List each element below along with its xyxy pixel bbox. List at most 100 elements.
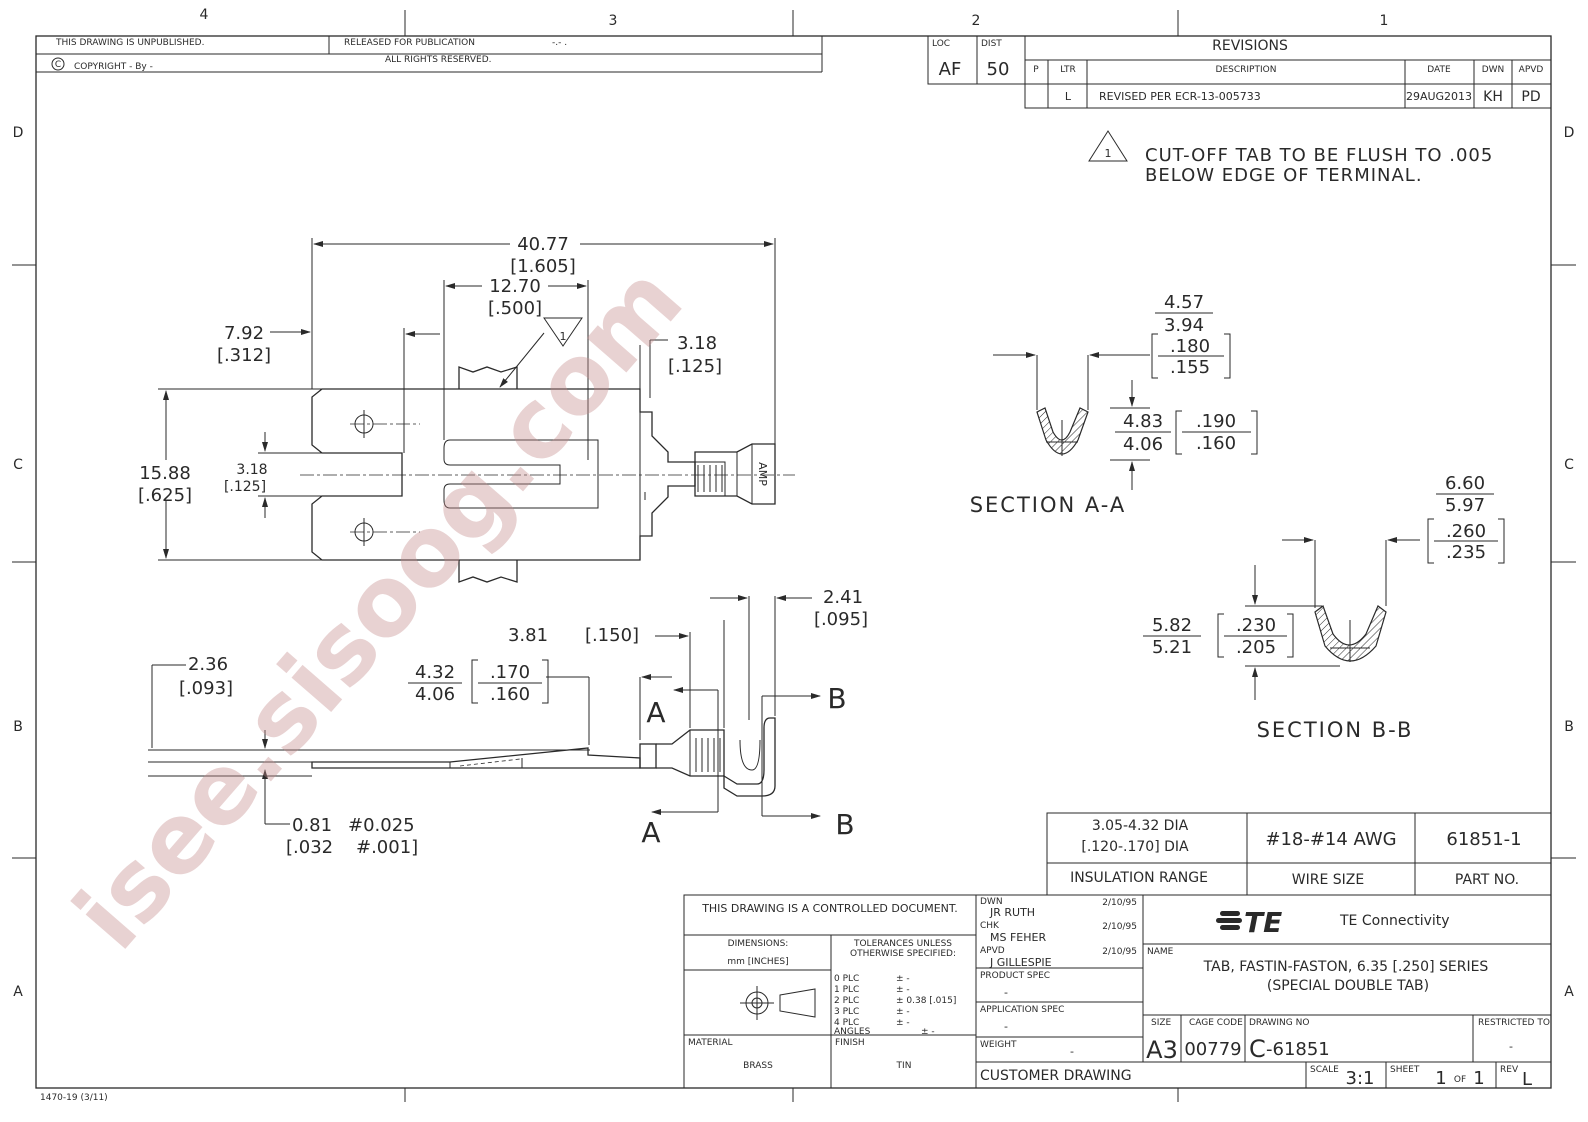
- thickness-tol-in: #.001]: [356, 837, 418, 858]
- side-view-outline: [311, 717, 776, 797]
- insulation-max-in: .170: [490, 662, 530, 683]
- width-in: [.625]: [138, 485, 192, 506]
- zone-right-d: D: [1564, 125, 1575, 141]
- tol-value-2: ± 0.38 [.015]: [896, 996, 956, 1006]
- chk-label: CHK: [980, 921, 1000, 931]
- section-bb-label: SECTION B-B: [1257, 718, 1414, 742]
- rev-header-date: DATE: [1427, 65, 1451, 75]
- note-flag-number: 1: [1105, 147, 1112, 160]
- width-mm: 15.88: [139, 463, 191, 484]
- tol-value-3: ± -: [896, 1007, 910, 1017]
- wire-in: [.095]: [814, 609, 868, 630]
- tol-value-0: ± -: [896, 974, 910, 984]
- tol-place-4: 4 PLC: [834, 1018, 859, 1028]
- controlled-doc-notice: THIS DRAWING IS A CONTROLLED DOCUMENT.: [701, 902, 958, 915]
- application-spec-label: APPLICATION SPEC: [980, 1005, 1064, 1015]
- wire-size-value: #18-#14 AWG: [1265, 829, 1396, 850]
- finish-value: TIN: [896, 1061, 912, 1071]
- zone-left-d: D: [13, 125, 24, 141]
- aa-width-max-in: .180: [1170, 336, 1210, 357]
- rev-header-p: P: [1033, 65, 1039, 75]
- tol-place-3: 3 PLC: [834, 1007, 859, 1017]
- tol-place-0: 0 PLC: [834, 974, 859, 984]
- insulation-min-in: .160: [490, 684, 530, 705]
- cage-code-label: CAGE CODE: [1189, 1018, 1243, 1028]
- offset-mm: 7.92: [224, 323, 264, 344]
- wire-mm: 2.41: [823, 587, 863, 608]
- sheet-number: 1: [1435, 1068, 1446, 1089]
- size-value: A3: [1146, 1036, 1178, 1064]
- wire-size-label: WIRE SIZE: [1292, 872, 1364, 888]
- aa-height-max-in: .190: [1196, 411, 1236, 432]
- rev-row-dwn: KH: [1483, 89, 1503, 105]
- material-label: MATERIAL: [688, 1038, 733, 1048]
- top-view-centerlines: [300, 410, 795, 546]
- dimensions-label: DIMENSIONS:: [728, 939, 789, 949]
- te-logo-text: TE: [1244, 906, 1282, 939]
- insulation-range-in: [.120-.170] DIA: [1081, 839, 1189, 855]
- cut-label-b-top: B: [827, 682, 848, 715]
- released-label: RELEASED FOR PUBLICATION: [344, 38, 475, 48]
- insulation-in-box: [471, 659, 549, 704]
- sheet-of: OF: [1454, 1075, 1466, 1085]
- revisions-table: [1024, 35, 1552, 109]
- aa-width-in-box: [1151, 333, 1231, 379]
- zone-top-2: 2: [972, 13, 981, 29]
- section-aa-label: SECTION A-A: [970, 493, 1127, 517]
- name-label: NAME: [1147, 947, 1174, 957]
- drawing-no-prefix: C: [1249, 1035, 1266, 1063]
- rev-row-description: REVISED PER ECR-13-005733: [1099, 90, 1261, 103]
- size-label: SIZE: [1151, 1018, 1172, 1028]
- apvd-name: J GILLESPIE: [989, 956, 1052, 969]
- cut-label-a-bottom: A: [641, 816, 662, 849]
- form-number: 1470-19 (3/11): [40, 1093, 108, 1103]
- apvd-label: APVD: [980, 946, 1005, 956]
- section-aa-dimensions: [993, 352, 1150, 490]
- product-spec-label: PRODUCT SPEC: [980, 971, 1050, 981]
- part-no-value: 61851-1: [1446, 829, 1521, 850]
- scale-label: SCALE: [1310, 1065, 1339, 1075]
- weight-value: -: [1070, 1045, 1074, 1058]
- material-value: BRASS: [743, 1061, 773, 1071]
- tab-mm: 3.18: [677, 333, 717, 354]
- copyright-text: COPYRIGHT - By -: [74, 62, 153, 72]
- zone-left-c: C: [13, 457, 23, 473]
- rev-value: L: [1522, 1069, 1532, 1090]
- zone-top-3: 3: [609, 13, 618, 29]
- part-no-label: PART NO.: [1455, 872, 1519, 888]
- rev-header-ltr: LTR: [1060, 65, 1076, 75]
- part-name-line-2: (SPECIAL DOUBLE TAB): [1267, 978, 1429, 994]
- restricted-label: RESTRICTED TO: [1478, 1018, 1550, 1028]
- aa-width-max-mm: 4.57: [1164, 292, 1204, 313]
- cage-code-value: 00779: [1184, 1039, 1241, 1060]
- apvd-date: 2/10/95: [1102, 947, 1137, 957]
- company-name: TE Connectivity: [1339, 913, 1450, 929]
- zone-left-a: A: [13, 984, 23, 1000]
- aa-height-min-in: .160: [1196, 433, 1236, 454]
- note-line-1: CUT-OFF TAB TO BE FLUSH TO .005: [1145, 145, 1493, 166]
- application-spec-value: -: [1004, 1020, 1008, 1033]
- bb-width-min-in: .235: [1446, 542, 1486, 563]
- gap-mm: 3.18: [236, 462, 267, 478]
- slot-length-in: [.500]: [488, 298, 542, 319]
- bb-height-min-in: .205: [1236, 637, 1276, 658]
- top-view-dimensions: [158, 238, 776, 561]
- sheet-label: SHEET: [1390, 1065, 1420, 1075]
- chk-date: 2/10/95: [1102, 922, 1137, 932]
- tolerances-label-2: OTHERWISE SPECIFIED:: [850, 949, 956, 959]
- overall-length-mm: 40.77: [517, 234, 569, 255]
- revisions-title: REVISIONS: [1212, 38, 1288, 54]
- released-value: -.- .: [552, 38, 567, 48]
- section-bb-profile: [1314, 605, 1387, 662]
- zone-left-b: B: [13, 719, 23, 735]
- thickness-in: [.032: [286, 837, 333, 858]
- aa-height-in-box: [1175, 410, 1258, 455]
- rise-in: [.093]: [179, 678, 233, 699]
- dwn-name: JR RUTH: [989, 906, 1035, 919]
- weight-label: WEIGHT: [980, 1040, 1017, 1050]
- zone-top-4: 4: [200, 7, 209, 23]
- insulation-max-mm: 4.32: [415, 662, 455, 683]
- bb-width-min-mm: 5.97: [1445, 495, 1485, 516]
- bb-width-max-in: .260: [1446, 521, 1486, 542]
- tolerances-label-1: TOLERANCES UNLESS: [853, 939, 952, 949]
